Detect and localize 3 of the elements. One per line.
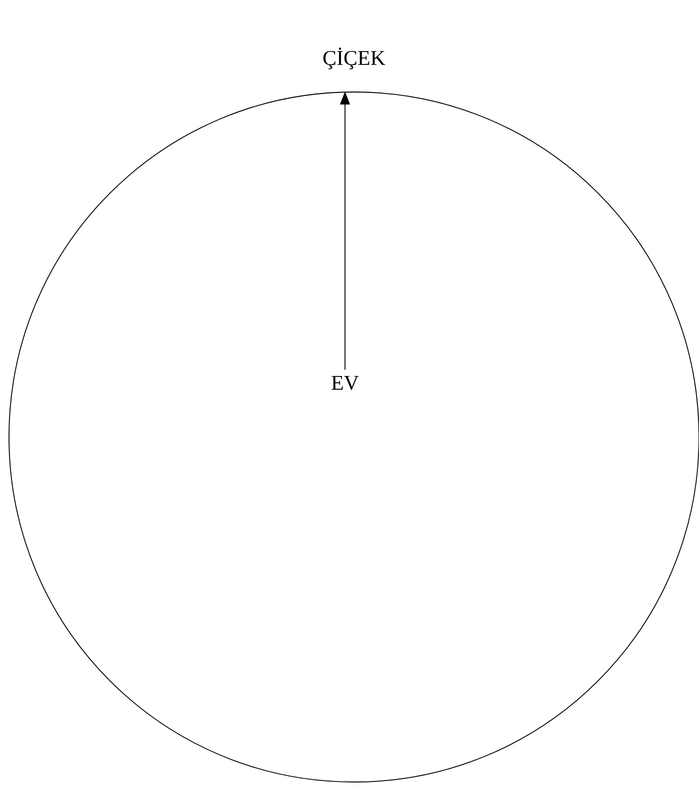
text-label: EV: [332, 376, 359, 390]
circle: [8, 48, 699, 782]
circle-heading: ÇİÇEK: [323, 48, 386, 70]
